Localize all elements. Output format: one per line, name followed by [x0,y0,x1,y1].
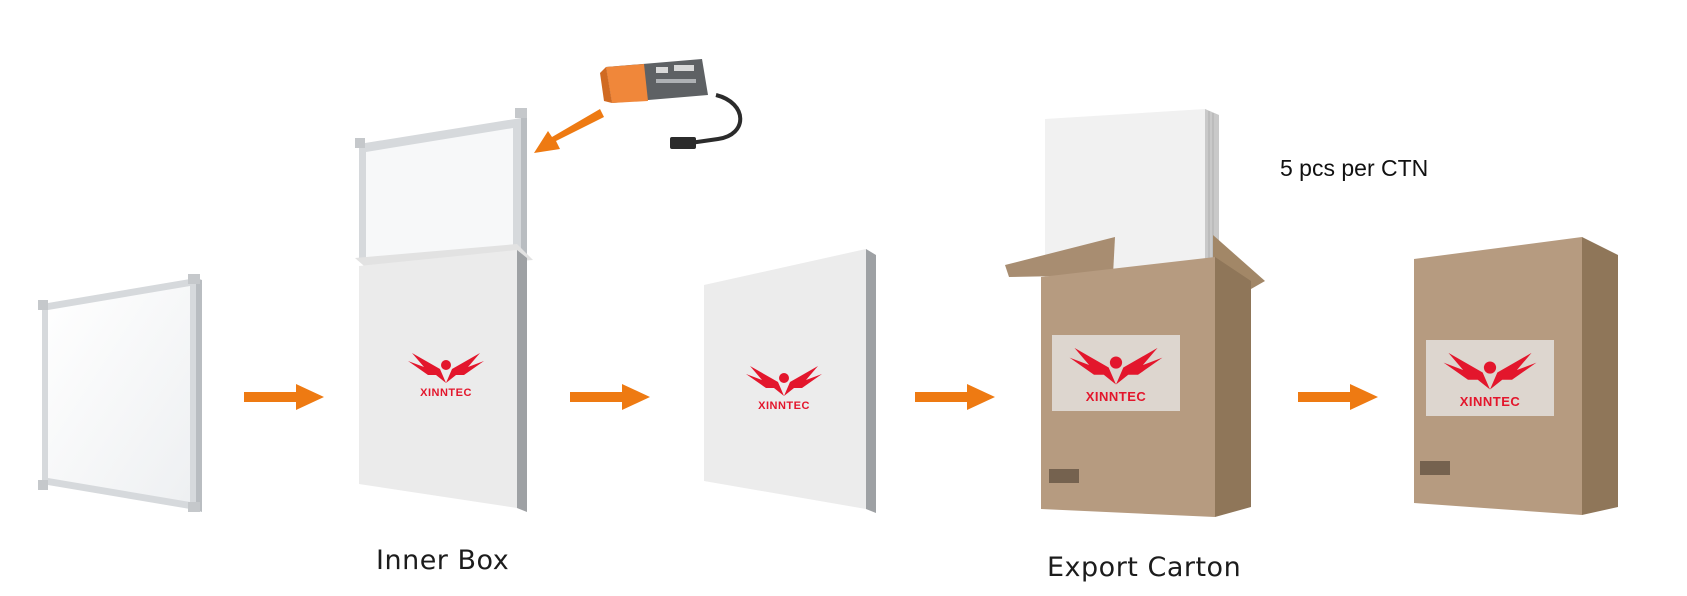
led-driver-icon [598,55,758,150]
inner-box-icon [355,108,535,518]
brand-logo: XINNTEC [400,345,492,403]
export-carton-label: Export Carton [1047,552,1242,583]
arrow-right-icon [244,382,324,412]
eagle-logo-icon [1069,347,1163,385]
arrow-right-icon [915,382,995,412]
brand-logo: XINNTEC [738,358,830,416]
brand-logo: XINNTEC [1426,340,1554,416]
brand-name: XINNTEC [758,400,810,412]
arrow-right-icon [570,382,650,412]
eagle-logo-icon [408,353,484,383]
brand-name: XINNTEC [1459,393,1521,409]
eagle-logo-icon [1443,352,1537,390]
arrow-right-icon [1298,382,1378,412]
eagle-logo-icon [746,366,822,396]
export-carton-open-icon [1005,105,1280,525]
brand-name: XINNTEC [1085,388,1147,404]
brand-name: XINNTEC [420,387,472,399]
brand-logo: XINNTEC [1052,335,1180,411]
led-panel-icon [36,270,204,516]
arrow-down-left-icon [534,105,604,157]
inner-box-label: Inner Box [376,545,510,576]
quantity-note: 5 pcs per CTN [1280,155,1429,181]
